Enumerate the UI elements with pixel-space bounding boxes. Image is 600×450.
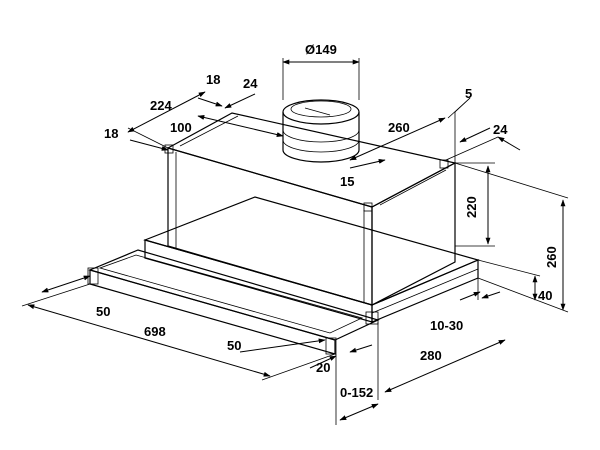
label-height-260: 260 [544, 246, 559, 268]
label-duct-diameter: Ø149 [305, 42, 337, 57]
label-width-698: 698 [144, 324, 166, 339]
label-height-40: 40 [538, 288, 552, 303]
label-top-24: 24 [243, 76, 258, 91]
label-left-18: 18 [104, 126, 118, 141]
label-top-18: 18 [206, 72, 220, 87]
label-top-5: 5 [465, 86, 472, 101]
label-15: 15 [340, 174, 354, 189]
hood-lower-base [143, 196, 480, 323]
label-left-50: 50 [96, 304, 110, 319]
label-height-220: 220 [464, 196, 479, 218]
label-range-10-30: 10-30 [430, 318, 463, 333]
dimension-lines [21, 58, 569, 425]
label-bottom-50: 50 [227, 338, 241, 353]
label-bottom-20: 20 [316, 360, 330, 375]
label-top-260: 260 [388, 120, 410, 135]
label-top-224: 224 [150, 98, 172, 113]
label-depth-280: 280 [420, 348, 442, 363]
dimension-labels: Ø149 18 24 224 18 100 260 5 24 15 220 26… [96, 42, 559, 400]
duct-collar [282, 99, 360, 163]
label-top-100: 100 [170, 120, 192, 135]
label-right-24: 24 [493, 122, 508, 137]
label-range-0-152: 0-152 [340, 385, 373, 400]
